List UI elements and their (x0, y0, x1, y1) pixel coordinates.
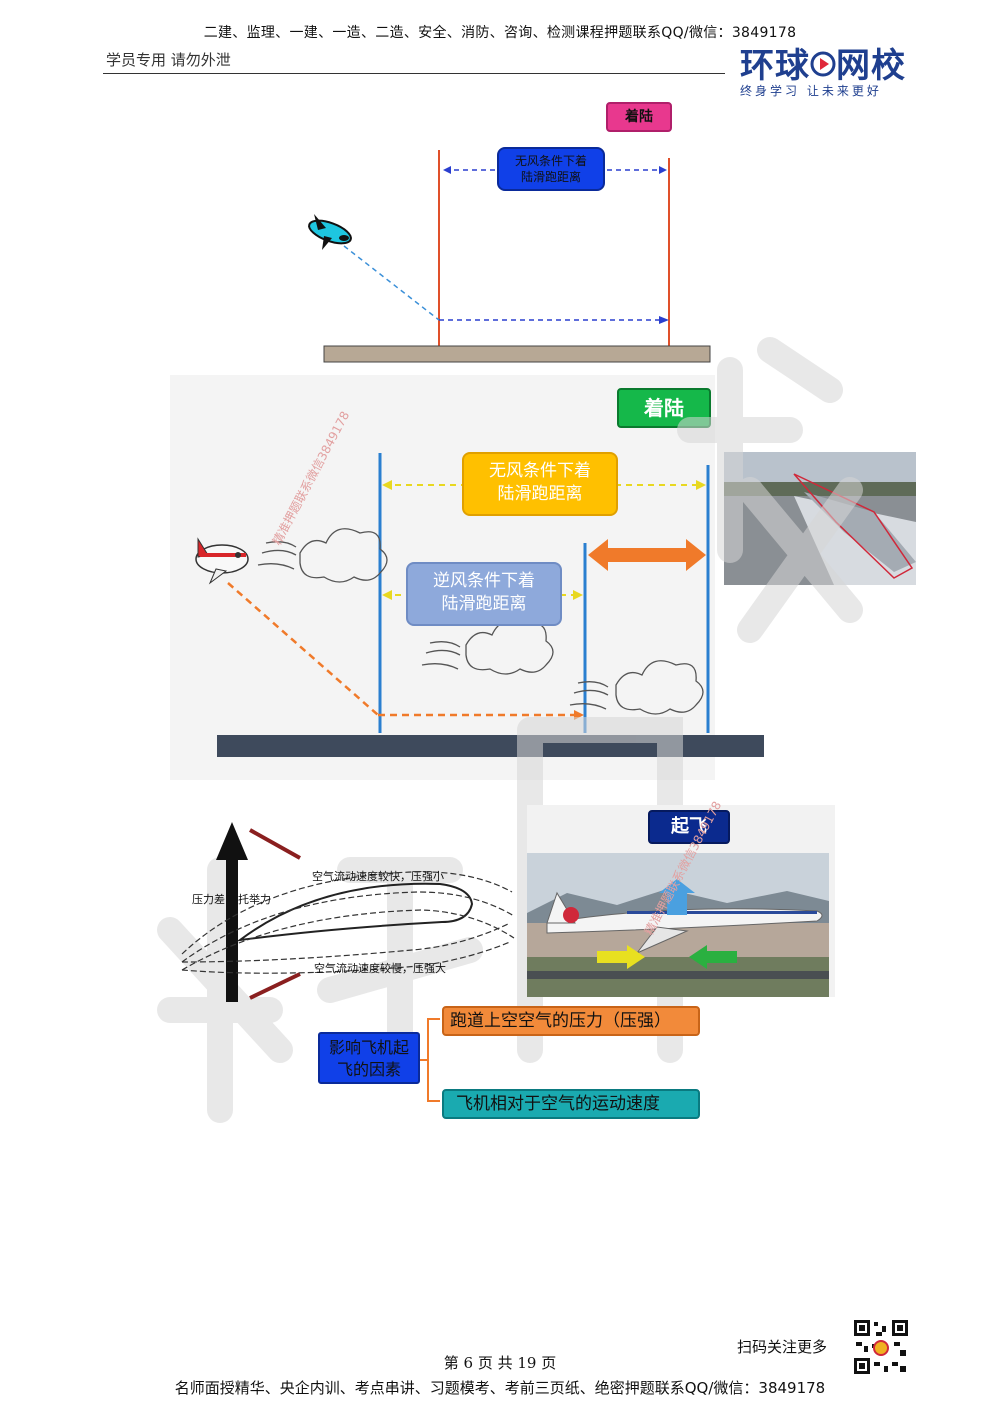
diagram2-headwind-box: 逆风条件下着 陆滑跑距离 (406, 562, 562, 626)
diagram2-no-wind-line2: 陆滑跑距离 (497, 483, 583, 504)
takeoff-photo (527, 853, 829, 997)
factor-root-line1: 影响飞机起 (328, 1038, 409, 1057)
qr-code-icon (852, 1318, 910, 1376)
footer-promo-line: 名师面授精华、央企内训、考点串讲、习题模考、考前三页纸、绝密押题联系QQ/微信：… (174, 1379, 826, 1397)
diagram3-tag: 起飞 (648, 810, 730, 844)
pressure-diff-label: 压力差 (192, 893, 225, 906)
header-top-line: 二建、监理、一建、一造、二造、安全、消防、咨询、检测课程押题联系QQ/微信：38… (203, 25, 797, 41)
airflow-bottom-label: 空气流动速度较慢，压强大 (314, 962, 446, 975)
diagram2-no-wind-box: 无风条件下着 陆滑跑距离 (462, 452, 618, 516)
factor-item-speed: 飞机相对于空气的运动速度 (442, 1089, 700, 1119)
factor-root-line2: 飞的因素 (336, 1059, 401, 1079)
factor-item-pressure: 跑道上空空气的压力（压强） (442, 1006, 700, 1036)
logo-name-part-a: 环球 (740, 46, 810, 86)
logo-name-part-b: 网校 (836, 46, 906, 86)
plane-icon (308, 214, 352, 250)
diagram2-headwind-line1: 逆风条件下着 (433, 571, 535, 591)
airplane-icon (195, 537, 249, 585)
airflow-top-label: 空气流动速度较快，压强小 (312, 870, 444, 883)
page-number: 第 6 页 共 19 页 (443, 1354, 557, 1372)
play-icon (810, 46, 836, 86)
factor-root-box: 影响飞机起 飞的因素 (318, 1032, 420, 1084)
wing-spoiler-photo (724, 452, 916, 585)
factor-tree-bracket (420, 1018, 440, 1102)
diagram1-distance-box: 无风条件下着 陆滑跑距离 (497, 147, 605, 191)
diagram2-no-wind-line1: 无风条件下着 (489, 461, 591, 481)
diagram2-headwind-line2: 陆滑跑距离 (441, 593, 527, 614)
wing-airflow-diagram (181, 822, 515, 1002)
diagram1-tag: 着陆 (606, 102, 672, 132)
diagram1-box-line2: 陆滑跑距离 (520, 170, 581, 185)
diagram1-box-line1: 无风条件下着 (514, 154, 587, 168)
lift-label: 托举力 (238, 893, 271, 906)
brand-logo: 环球网校 (740, 38, 906, 87)
qr-follow-label: 扫码关注更多 (737, 1338, 828, 1356)
header-rule (103, 73, 725, 74)
logo-slogan: 终身学习 让未来更好 (740, 84, 882, 98)
header-confidential-note: 学员专用 请勿外泄 (106, 51, 231, 69)
